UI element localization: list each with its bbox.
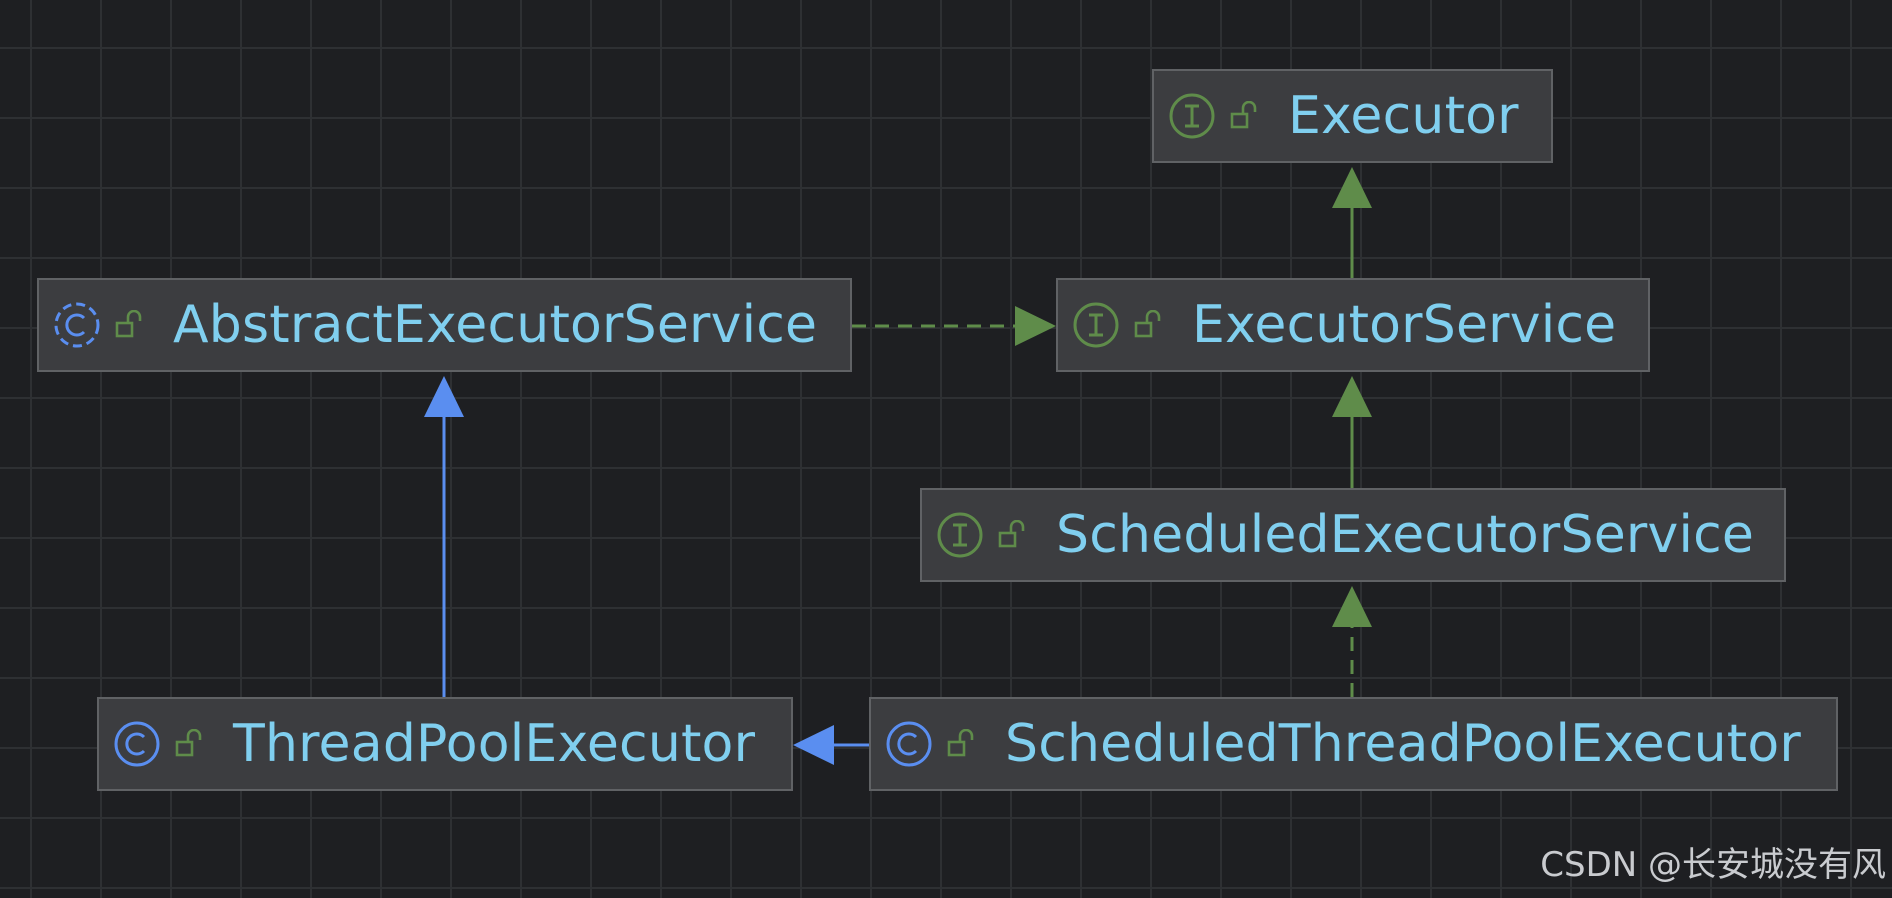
node-scheduled-executor-service[interactable]: ScheduledExecutorService (920, 488, 1786, 582)
arrowhead-icon (424, 376, 464, 417)
interface-icon (1169, 93, 1215, 139)
unlocked-padlock-icon (175, 729, 202, 757)
unlocked-padlock-icon (947, 729, 974, 757)
edge-executorservice-to-executor (1332, 167, 1372, 278)
watermark: CSDN @长安城没有风 (1540, 845, 1886, 885)
edge-threadpoolexecutor-to-abstractexecutorservice (424, 376, 464, 697)
arrowhead-icon (1332, 376, 1372, 417)
arrowhead-icon (793, 725, 834, 765)
node-label: ScheduledExecutorService (1056, 505, 1755, 565)
node-label: ExecutorService (1192, 295, 1617, 355)
node-label: Executor (1288, 86, 1519, 146)
unlocked-padlock-icon (1134, 310, 1161, 338)
node-executor[interactable]: Executor (1152, 69, 1553, 163)
arrowhead-icon (1015, 306, 1056, 346)
node-executor-service[interactable]: ExecutorService (1056, 278, 1650, 372)
node-scheduled-thread-pool-executor[interactable]: ScheduledThreadPoolExecutor (869, 697, 1838, 791)
unlocked-padlock-icon (1230, 101, 1257, 129)
edge-scheduledthreadpoolexecutor-to-scheduledexecutorservice (1332, 586, 1372, 697)
interface-icon (1073, 302, 1119, 348)
node-label: AbstractExecutorService (173, 295, 818, 355)
arrowhead-icon (1332, 586, 1372, 627)
interface-icon (937, 512, 983, 558)
abstract-class-icon (54, 302, 100, 348)
class-icon (114, 721, 160, 767)
node-thread-pool-executor[interactable]: ThreadPoolExecutor (97, 697, 793, 791)
node-label: ScheduledThreadPoolExecutor (1005, 714, 1801, 774)
edge-scheduledexecutorservice-to-executorservice (1332, 376, 1372, 488)
node-label: ThreadPoolExecutor (233, 714, 756, 774)
edge-abstractexecutorservice-to-executorservice (852, 306, 1056, 346)
node-abstract-executor-service[interactable]: AbstractExecutorService (37, 278, 852, 372)
unlocked-padlock-icon (115, 310, 142, 338)
unlocked-padlock-icon (998, 520, 1025, 548)
arrowhead-icon (1332, 167, 1372, 208)
class-icon (886, 721, 932, 767)
edge-scheduledthreadpoolexecutor-to-threadpoolexecutor (793, 725, 869, 765)
